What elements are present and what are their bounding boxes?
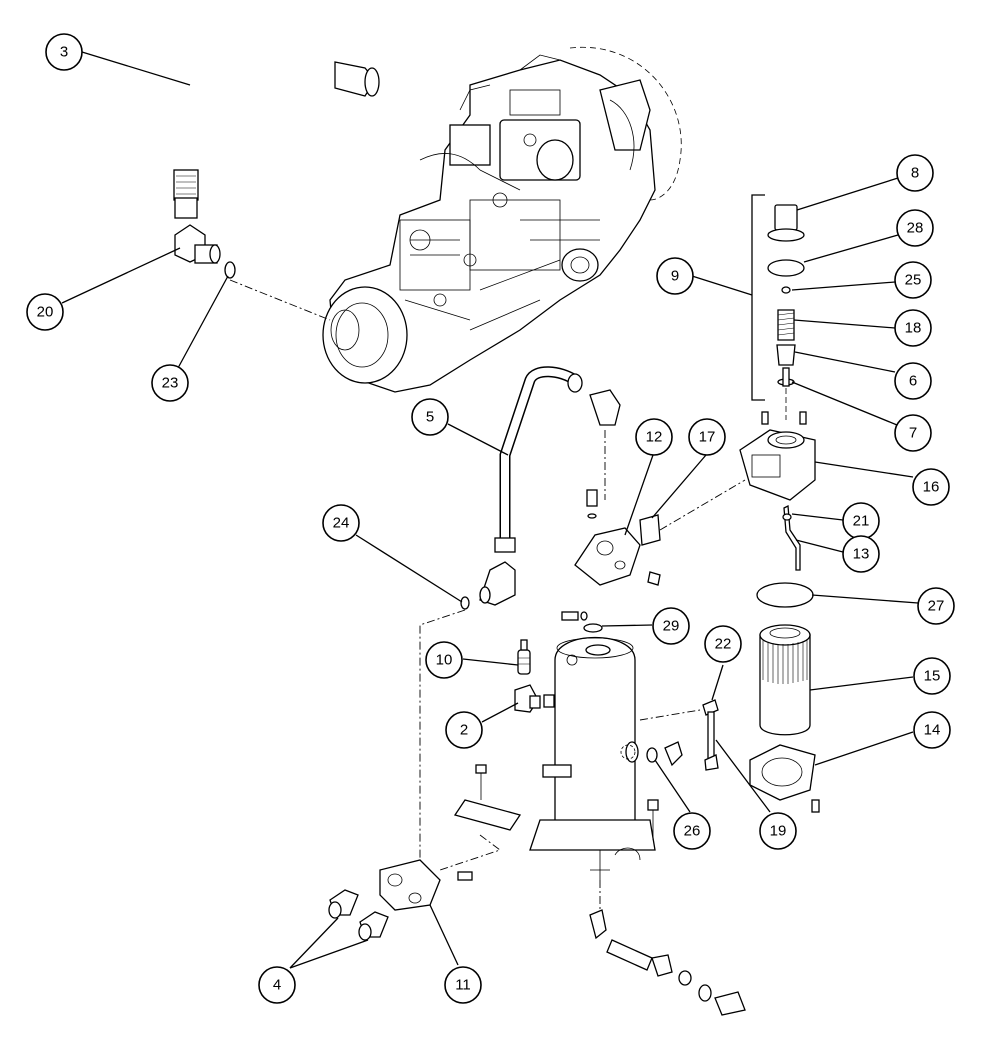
svg-text:25: 25 (905, 272, 922, 289)
svg-text:6: 6 (909, 373, 917, 390)
svg-text:10: 10 (436, 652, 453, 669)
svg-text:4: 4 (273, 977, 281, 994)
callout-7: 7 (894, 414, 932, 452)
bolt-29 (561, 611, 603, 633)
svg-text:17: 17 (699, 429, 716, 446)
callout-24: 24 (322, 504, 360, 542)
svg-text:20: 20 (37, 304, 54, 321)
callout-18: 18 (894, 309, 932, 347)
reservoir-tank (529, 636, 656, 880)
drain-fittings (589, 880, 746, 1016)
callout-27: 27 (917, 587, 955, 625)
svg-text:21: 21 (853, 513, 870, 530)
filter-element-15 (759, 624, 811, 736)
hose-3 (173, 33, 380, 219)
callout-11: 11 (444, 966, 482, 1004)
callout-16: 16 (912, 468, 950, 506)
leader-lines (61, 51, 919, 969)
callout-25: 25 (894, 261, 932, 299)
svg-text:24: 24 (333, 515, 350, 532)
sight-gauge-19 (639, 699, 719, 771)
callout-14: 14 (913, 711, 951, 749)
svg-text:14: 14 (924, 722, 941, 739)
svg-text:16: 16 (923, 479, 940, 496)
callout-8: 8 (896, 154, 934, 192)
svg-text:13: 13 (853, 546, 870, 563)
engine-assembly (322, 46, 682, 393)
svg-text:5: 5 (426, 409, 434, 426)
callout-29: 29 (652, 607, 690, 645)
svg-text:27: 27 (928, 598, 945, 615)
svg-text:3: 3 (60, 44, 68, 61)
svg-text:9: 9 (671, 268, 679, 285)
valve-stack (751, 194, 805, 420)
callout-12: 12 (635, 418, 673, 456)
breather-10 (517, 639, 531, 675)
svg-text:23: 23 (162, 375, 179, 392)
elbow-fitting-20 (174, 224, 221, 264)
callout-21: 21 (842, 502, 880, 540)
callout-20: 20 (26, 293, 64, 331)
svg-text:22: 22 (715, 636, 732, 653)
svg-text:18: 18 (905, 320, 922, 337)
o-ring-27 (756, 582, 814, 608)
callout-23: 23 (151, 364, 189, 402)
callout-6: 6 (894, 362, 932, 400)
svg-text:8: 8 (911, 165, 919, 182)
pipe-5 (494, 366, 621, 553)
callout-9: 9 (656, 257, 694, 295)
centerline-23 (229, 279, 331, 321)
elbow-fitting-2 (514, 684, 541, 713)
svg-text:7: 7 (909, 425, 917, 442)
callout-13: 13 (842, 535, 880, 573)
filter-head-16 (739, 411, 816, 501)
quick-connector-4 (328, 889, 389, 941)
svg-text:15: 15 (924, 668, 941, 685)
svg-text:2: 2 (460, 722, 468, 739)
callout-22: 22 (704, 625, 742, 663)
gasket-14 (749, 744, 820, 813)
o-ring-23 (224, 261, 236, 279)
elbow-24 (419, 561, 516, 880)
dipstick-13 (782, 504, 801, 571)
svg-text:19: 19 (770, 823, 787, 840)
callout-28: 28 (896, 209, 934, 247)
adapter-block-12 (574, 479, 746, 586)
callout-15: 15 (913, 657, 951, 695)
manifold-11 (379, 859, 441, 911)
callout-5: 5 (411, 398, 449, 436)
svg-text:26: 26 (684, 823, 701, 840)
callout-26: 26 (673, 812, 711, 850)
callout-17: 17 (688, 418, 726, 456)
svg-text:12: 12 (646, 429, 663, 446)
callout-10: 10 (425, 641, 463, 679)
callout-2: 2 (445, 711, 483, 749)
svg-text:11: 11 (455, 977, 471, 994)
svg-text:28: 28 (907, 220, 924, 237)
callout-19: 19 (759, 812, 797, 850)
callout-3: 3 (45, 33, 83, 71)
mounting-bracket (439, 764, 659, 881)
callout-4: 4 (258, 966, 296, 1004)
plug-26 (620, 741, 683, 767)
svg-text:29: 29 (663, 618, 680, 635)
